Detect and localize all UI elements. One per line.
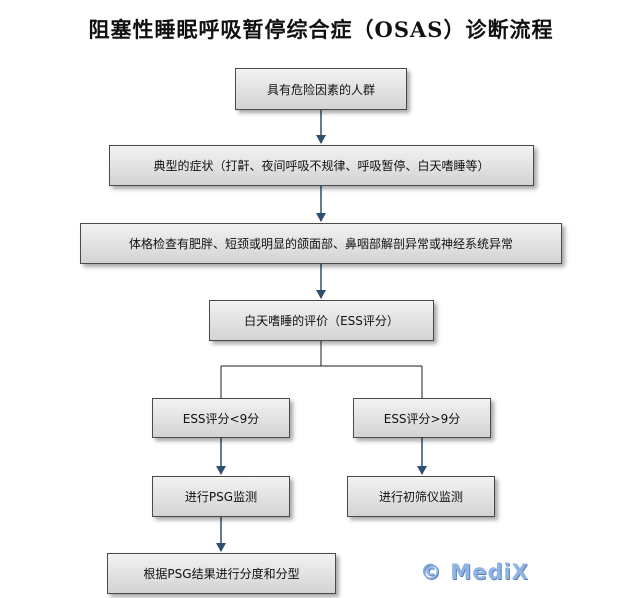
node-risk-population: 具有危险因素的人群 [235, 68, 407, 110]
node-typical-symptoms: 典型的症状（打鼾、夜间呼吸不规律、呼吸暂停、白天嗜睡等） [109, 145, 534, 186]
node-psg-grading: 根据PSG结果进行分度和分型 [107, 553, 336, 594]
node-psg-monitoring: 进行PSG监测 [152, 476, 290, 517]
node-ess-evaluation: 白天嗜睡的评价（ESS评分） [209, 300, 434, 341]
node-ess-low: ESS评分<9分 [152, 398, 290, 438]
diagram-title: 阻塞性睡眠呼吸暂停综合症（OSAS）诊断流程 [88, 17, 554, 42]
node-initial-screening: 进行初筛仪监测 [347, 476, 495, 517]
node-physical-exam: 体格检查有肥胖、短颈或明显的颌面部、鼻咽部解剖异常或神经系统异常 [80, 223, 562, 264]
node-ess-high: ESS评分>9分 [353, 398, 491, 438]
medix-watermark: © MediX [420, 560, 529, 584]
